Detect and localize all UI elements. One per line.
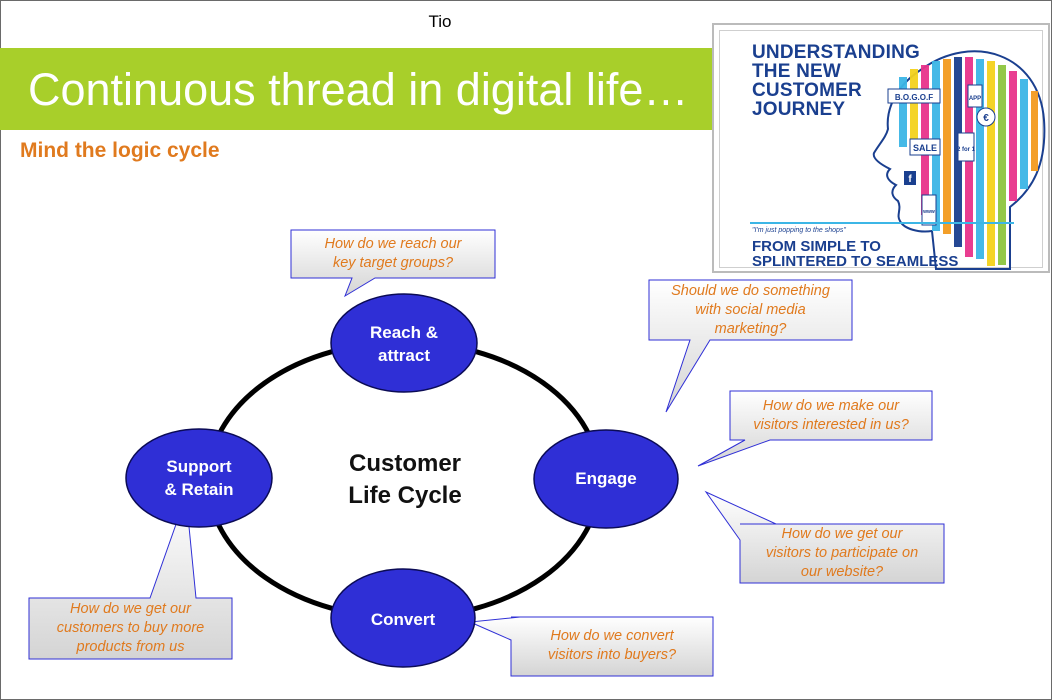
callout-social-bubble bbox=[648, 279, 853, 413]
node-reach-attract bbox=[330, 293, 478, 393]
callout-reach-text: How do we reach our key target groups? bbox=[291, 235, 495, 273]
node-support-retain bbox=[125, 428, 273, 528]
callout-buy-more-text: How do we get our customers to buy more … bbox=[29, 600, 232, 657]
poster-tile-text: APP bbox=[969, 96, 981, 102]
callout-line: customers to buy more bbox=[56, 620, 205, 636]
node-engage-label: Engage bbox=[532, 467, 680, 490]
poster-tile-text: SALE bbox=[913, 143, 937, 153]
poster-tile-text: f bbox=[908, 174, 912, 185]
node-convert bbox=[330, 568, 476, 668]
callout-participate-text: How do we get our visitors to participat… bbox=[740, 525, 944, 582]
callout-participate-bubble bbox=[704, 490, 945, 584]
poster-heading-line: CUSTOMER bbox=[752, 80, 862, 101]
node-support-label: Support & Retain bbox=[125, 455, 273, 501]
poster-heading-line: THE NEW bbox=[752, 61, 842, 82]
callout-line: with social media bbox=[695, 302, 806, 318]
poster-heading-line: JOURNEY bbox=[752, 99, 846, 120]
callout-line: products from us bbox=[76, 639, 185, 655]
callout-reach-bubble bbox=[290, 229, 496, 298]
poster-quote: "I'm just popping to the shops" bbox=[752, 227, 846, 234]
callout-buyers-text: How do we convert visitors into buyers? bbox=[511, 627, 713, 665]
head-silhouette-illustration: B.O.G.O.F APP € SALE 2 for 1 f www bbox=[750, 50, 1046, 270]
callout-line: How do we get our bbox=[781, 526, 903, 542]
node-support-line: Support bbox=[166, 457, 232, 476]
cycle-center-label: Customer Life Cycle bbox=[320, 448, 490, 512]
customer-journey-poster: UNDERSTANDING THE NEW CUSTOMER JOURNEY B… bbox=[712, 23, 1050, 273]
callout-line: visitors to participate on bbox=[765, 545, 919, 561]
callout-line: How do we make our bbox=[762, 398, 900, 414]
poster-heading-line: UNDERSTANDING bbox=[752, 42, 920, 63]
callout-social-text: Should we do something with social media… bbox=[649, 282, 852, 339]
poster-tagline-line: SPLINTERED TO SEAMLESS bbox=[752, 253, 959, 270]
node-support-line: & Retain bbox=[164, 480, 234, 499]
callout-line: visitors into buyers? bbox=[547, 647, 677, 663]
slide-top-label: Tio bbox=[428, 12, 452, 31]
poster-tile-text: B.O.G.O.F bbox=[895, 93, 933, 102]
callout-line: Should we do something bbox=[671, 283, 830, 299]
callout-line: our website? bbox=[800, 564, 884, 580]
title-banner: Continuous thread in digital life… bbox=[0, 48, 712, 130]
node-reach-line: Reach & bbox=[369, 323, 439, 342]
node-convert-line: Convert bbox=[370, 610, 436, 629]
node-engage-line: Engage bbox=[575, 469, 637, 488]
node-reach-label: Reach & attract bbox=[330, 321, 478, 367]
callout-line: visitors interested in us? bbox=[753, 417, 909, 433]
callout-interest-text: How do we make our visitors interested i… bbox=[730, 397, 932, 435]
callout-line: How do we get our bbox=[70, 601, 191, 617]
poster-tile-text: € bbox=[983, 113, 989, 124]
callout-buy-more-bubble bbox=[28, 495, 233, 660]
slide-title: Continuous thread in digital life… bbox=[28, 64, 689, 115]
node-engage bbox=[533, 429, 679, 529]
slide-subtitle: Mind the logic cycle bbox=[20, 139, 220, 162]
poster-tagline: FROM SIMPLE TO SPLINTERED TO SEAMLESS bbox=[752, 239, 958, 269]
callout-line: key target groups? bbox=[332, 255, 454, 271]
center-line: Life Cycle bbox=[348, 482, 462, 509]
callout-interest-bubble bbox=[697, 390, 933, 467]
poster-heading: UNDERSTANDING THE NEW CUSTOMER JOURNEY bbox=[752, 43, 920, 119]
center-line: Customer bbox=[348, 450, 462, 477]
callout-line: marketing? bbox=[714, 321, 787, 337]
node-reach-line: attract bbox=[378, 346, 430, 365]
poster-tile-text: www bbox=[922, 209, 935, 215]
poster-tile-text: 2 for 1 bbox=[957, 147, 976, 153]
callout-line: How do we convert bbox=[550, 628, 674, 644]
node-convert-label: Convert bbox=[329, 608, 477, 631]
callout-line: How do we reach our bbox=[324, 236, 462, 252]
poster-tagline-line: FROM SIMPLE TO bbox=[752, 238, 881, 255]
callout-buyers-bubble bbox=[468, 616, 714, 677]
